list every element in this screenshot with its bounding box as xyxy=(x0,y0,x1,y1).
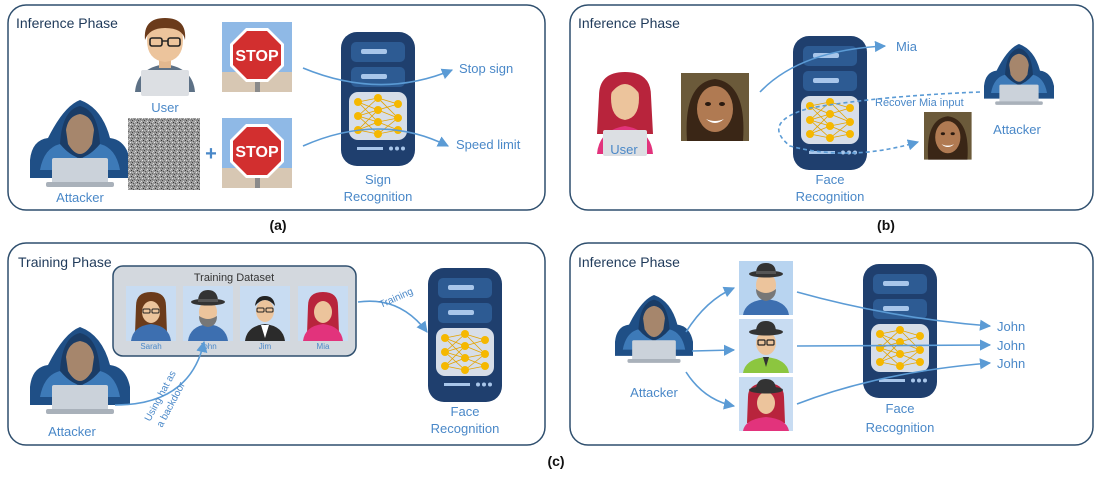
training-arrow xyxy=(357,300,428,333)
dataset-name-sarah: Sarah xyxy=(140,342,161,351)
panel-c-inference-model-line1: Face xyxy=(886,401,915,416)
arrow-to-stop-sign xyxy=(302,67,454,86)
panel-c-training-model-line1: Face xyxy=(451,404,480,419)
model-inversion-dashed-arrow xyxy=(778,91,981,154)
output-john-1: John xyxy=(997,319,1025,334)
dataset-name-john: John xyxy=(199,342,216,351)
arrow-to-speed-limit xyxy=(302,128,450,147)
arrow-john-3 xyxy=(796,358,992,405)
recover-mia-input-label: Recover Mia input xyxy=(875,97,964,109)
panel-b-attacker-label: Attacker xyxy=(993,122,1041,137)
panel-b-user-label: User xyxy=(610,142,638,157)
sign-recognition-server-icon xyxy=(340,31,416,167)
panel-a-title: Inference Phase xyxy=(16,15,118,31)
arrow-john-2 xyxy=(796,339,992,351)
output-speed-limit: Speed limit xyxy=(456,137,521,152)
user-label: User xyxy=(151,100,179,115)
arrow-to-hat-image-3 xyxy=(685,371,736,410)
panel-c-inference-attacker-label: Attacker xyxy=(630,385,678,400)
dataset-name-mia: Mia xyxy=(317,342,330,351)
output-stop-sign: Stop sign xyxy=(459,61,513,76)
dataset-person-sarah xyxy=(126,286,176,341)
bearded-man-with-hat-image xyxy=(739,261,793,315)
arrow-to-mia xyxy=(759,40,887,93)
backdoor-injection-arrow xyxy=(114,340,208,406)
caption-b: (b) xyxy=(877,217,895,233)
dataset-name-jim: Jim xyxy=(259,342,272,351)
stop-sign-text: STOP xyxy=(235,48,279,65)
sign-model-label-line1: Sign xyxy=(365,172,391,187)
panel-c-inference xyxy=(569,242,1094,446)
arrow-to-hat-image-1 xyxy=(685,286,736,333)
caption-a: (a) xyxy=(269,217,286,233)
sign-model-label-line2: Recognition xyxy=(344,189,413,204)
panel-c-training-model-line2: Recognition xyxy=(431,421,500,436)
output-john-2: John xyxy=(997,338,1025,353)
panel-c-inference-model-line2: Recognition xyxy=(866,420,935,435)
arrow-john-1 xyxy=(796,291,992,331)
woman-with-hat-image xyxy=(739,377,793,431)
arrow-to-hat-image-2 xyxy=(691,344,736,356)
panel-c-training-server-icon xyxy=(427,267,503,403)
face-model-label-line2: Recognition xyxy=(796,189,865,204)
panel-c-training-attacker-label: Attacker xyxy=(48,424,96,439)
panel-c-inference-server-icon xyxy=(862,263,938,399)
dataset-person-jim xyxy=(240,286,290,341)
panel-b-title: Inference Phase xyxy=(578,15,680,31)
output-mia: Mia xyxy=(896,39,918,54)
recovered-face-photo xyxy=(924,112,972,160)
green-man-with-hat-image xyxy=(738,318,794,374)
plus-sign: + xyxy=(205,143,217,165)
caption-c: (c) xyxy=(547,453,564,469)
face-model-label-line1: Face xyxy=(816,172,845,187)
dataset-person-mia xyxy=(298,286,348,341)
output-john-3: John xyxy=(997,356,1025,371)
training-dataset-title: Training Dataset xyxy=(194,272,274,284)
panel-c-inference-title: Inference Phase xyxy=(578,254,680,270)
dataset-person-john xyxy=(183,286,233,341)
attacker-label: Attacker xyxy=(56,190,104,205)
panel-c-training-title: Training Phase xyxy=(18,254,112,270)
mia-face-photo xyxy=(681,73,749,141)
adversarial-stop-sign-text: STOP xyxy=(235,144,279,161)
noise-perturbation-image xyxy=(128,118,200,190)
